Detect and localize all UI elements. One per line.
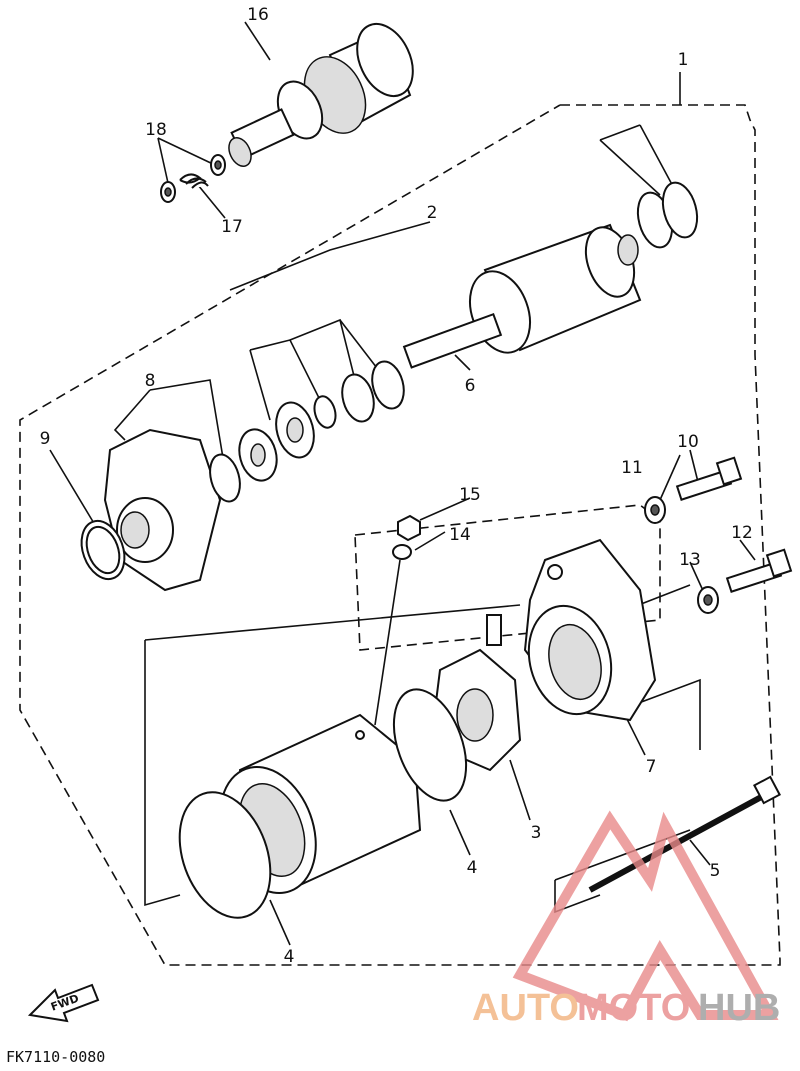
label-part-11: 11 [621,458,643,478]
watermark-logo-icon [512,810,779,1022]
label-part-17: 17 [221,217,243,237]
watermark-text-moto: MOTO [577,987,690,1029]
label-part-14: 14 [449,525,471,545]
diagram-code: FK7110-0080 [6,1048,105,1066]
label-part-7: 7 [646,757,657,777]
spring-and-washers [160,154,226,203]
armature [402,223,642,369]
forward-direction-indicator: FWD [27,983,100,1023]
assembly-outline [19,104,781,966]
label-part-4-upper: 4 [467,858,478,878]
subassembly-outline [354,504,661,651]
label-part-18: 18 [145,120,167,140]
pinion-gear-assembly [228,22,414,167]
label-part-12: 12 [731,523,753,543]
label-part-4-lower: 4 [284,947,295,967]
label-part-3: 3 [531,823,542,843]
watermark-text-auto: AUTO [472,987,579,1029]
label-part-10: 10 [677,432,699,452]
washers [238,181,699,482]
part-labels: 1 2 3 4 4 5 6 7 8 9 10 11 12 13 14 15 16… [40,5,753,967]
fwd-arrow-icon [27,983,100,1023]
label-part-8: 8 [145,371,156,391]
yoke-housing [178,688,468,919]
label-part-16: 16 [247,5,269,25]
front-cover [80,428,241,592]
label-part-13: 13 [679,550,701,570]
label-part-5: 5 [710,861,721,881]
label-part-2: 2 [427,203,438,223]
label-part-9: 9 [40,429,51,449]
nut-and-lockwasher [392,514,421,560]
watermark: AUTO MOTO HUB [472,810,780,1029]
label-part-6: 6 [465,376,476,396]
label-part-1: 1 [678,50,689,70]
rear-cover [523,538,657,722]
label-part-15: 15 [459,485,481,505]
watermark-text-hub: HUB [698,987,780,1029]
bolts [644,456,793,614]
